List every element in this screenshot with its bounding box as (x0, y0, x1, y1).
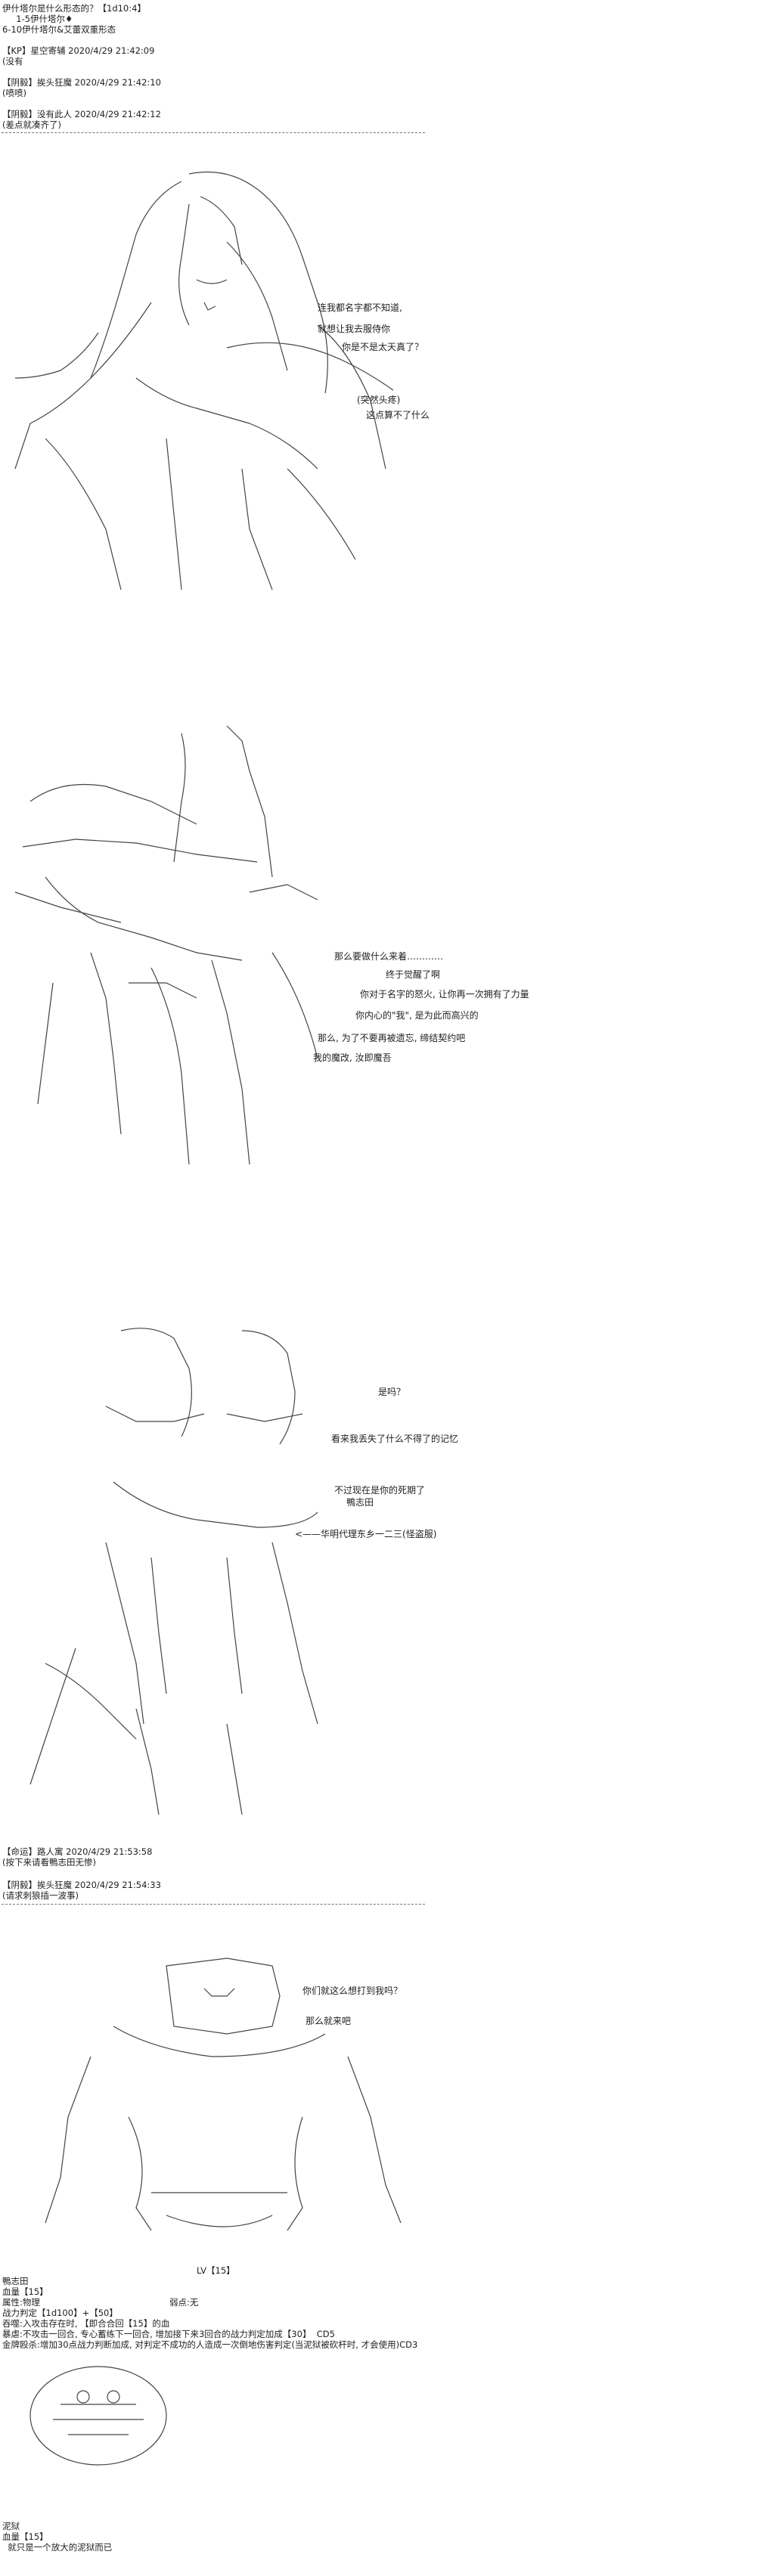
dialogue-line: 你们就这么想打到我吗？ (302, 1985, 403, 1996)
boss-skill: 吞噬:入攻击存在时, 【即合合回【15】的血 (2, 2318, 170, 2329)
boss-hp: 血量【15】 (2, 2286, 48, 2297)
dialogue-line: 你是不是太天真了？ (342, 342, 424, 352)
dialogue-line: 是吗？ (378, 1387, 406, 1397)
dialogue-line: 看来我丢失了什么不得了的记忆 (331, 1434, 459, 1444)
post-body: (按下来请看鴨志田无惨) (2, 1857, 96, 1868)
dialogue-line: 鴨志田 (346, 1497, 374, 1508)
dialogue-line: 就想让我去服侍你 (318, 324, 391, 334)
boss-skill: 暴虐:不攻击一回合, 专心蓄练下一回合, 增加接下来3回合的战力判定加成【30】… (2, 2329, 335, 2339)
boss-level: LV【15】 (197, 2265, 235, 2276)
boss-power: 战力判定【1d100】+【50】 (2, 2308, 118, 2318)
post-body: (请求刺狼插一波事) (2, 1890, 79, 1901)
dialogue-line: 那么要做什么来着………… (334, 951, 444, 962)
boss-name: 鴨志田 (2, 2276, 29, 2286)
boss-skill: 金牌殴杀:增加30点战力判断加成, 对判定不成功的人造成一次倒地伤害判定(当泥狱… (2, 2339, 418, 2350)
roll-title: 伊什塔尔是什么形态的？【1d10:4】 (2, 3, 146, 14)
dialogue-line: <——华明代理东乡一二三(怪盗服) (295, 1529, 437, 1539)
blob-description: 就只是一个放大的泥狱而已 (2, 2542, 113, 2553)
post-body: (没有 (2, 56, 23, 67)
post-body: (差点就凑齐了) (2, 119, 61, 130)
post-author: 【KP】星空寄辅 2020/4/29 21:42:09 (2, 45, 155, 56)
dialogue-line: 那么, 为了不要再被遗忘, 缔结契约吧 (318, 1033, 466, 1043)
dialogue-line: 不过现在是你的死期了 (334, 1485, 426, 1496)
dialogue-line: 连我都名字都不知道, (318, 302, 402, 313)
ascii-art-figure-1 (0, 151, 393, 605)
dialogue-line: (突然头疼) (357, 395, 401, 405)
roll-option-1: 1-5伊什塔尔♦ (2, 14, 73, 24)
boss-weakness: 弱点:无 (169, 2297, 199, 2308)
dialogue-line: 那么就来吧 (306, 2016, 352, 2026)
post-author: 【阴毅】挨头狂魔 2020/4/29 21:42:10 (2, 77, 161, 88)
ascii-art-boss (0, 1936, 423, 2253)
separator (2, 132, 425, 133)
dialogue-line: 你对于名字的怒火, 让你再一次拥有了力量 (360, 989, 529, 1000)
ascii-art-blob (15, 2351, 181, 2480)
blob-name: 泥狱 (2, 2521, 20, 2531)
post-author: 【阴毅】没有此人 2020/4/29 21:42:12 (2, 109, 161, 119)
dialogue-line: 你内心的"我", 是为此而高兴的 (355, 1010, 479, 1021)
post-body: (喷喷) (2, 88, 26, 98)
blob-hp: 血量【15】 (2, 2531, 48, 2542)
separator (2, 1904, 425, 1905)
boss-attribute: 属性:物理 (2, 2297, 40, 2308)
dialogue-line: 终于觉醒了啊 (386, 969, 441, 980)
ascii-art-figure-3 (0, 1316, 363, 1830)
roll-option-2: 6-10伊什塔尔&艾蕾双重形态 (2, 24, 116, 35)
ascii-art-figure-2 (0, 711, 363, 1240)
post-author: 【阴毅】挨头狂魔 2020/4/29 21:54:33 (2, 1880, 161, 1890)
dialogue-line: 我的魔改, 汝即魔吾 (313, 1052, 392, 1063)
post-author: 【命运】路人寓 2020/4/29 21:53:58 (2, 1846, 153, 1857)
dialogue-line: 这点算不了什么 (366, 410, 430, 420)
